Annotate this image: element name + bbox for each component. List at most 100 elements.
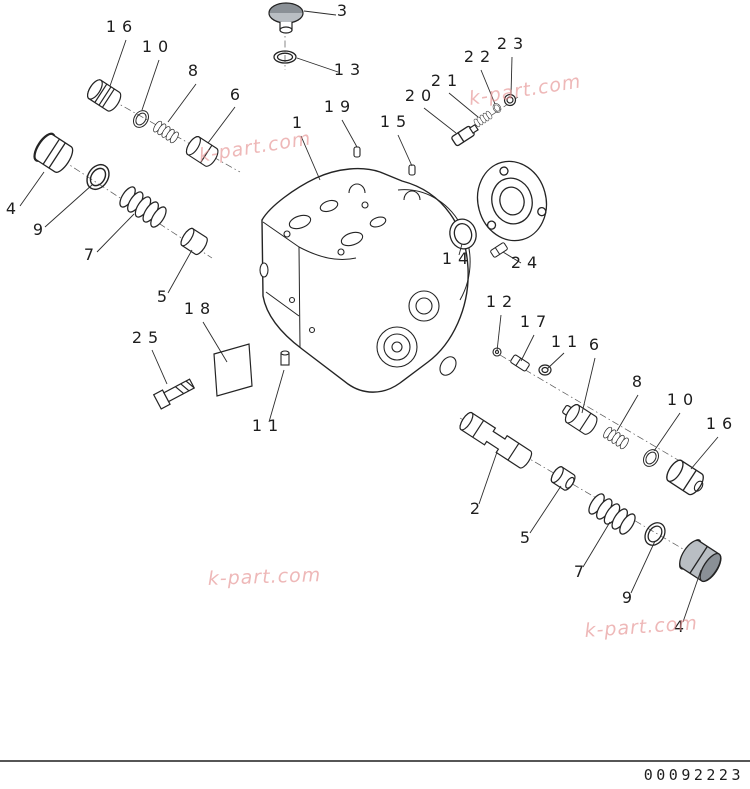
- body-front-bores: [259, 262, 457, 376]
- part-oring-10-left: [129, 107, 153, 131]
- part-pin-19: [353, 146, 361, 158]
- leader-line: [207, 106, 236, 144]
- watermark: k-part.com: [207, 564, 321, 590]
- callout-7: 7: [84, 245, 100, 264]
- callout-11b: 11: [551, 332, 583, 351]
- leader-line: [423, 107, 457, 134]
- part-oring-13: [273, 50, 297, 64]
- part-oring-10-right: [639, 446, 663, 470]
- part-oring-9-left: [81, 159, 115, 195]
- leader-line: [151, 349, 168, 385]
- part-cap-3: [268, 2, 304, 34]
- watermark: k-part.com: [584, 612, 699, 642]
- valve-body: [259, 167, 471, 393]
- callout-4b: 4: [674, 617, 690, 636]
- leader-line: [268, 369, 285, 423]
- callout-14: 14: [442, 249, 474, 268]
- callout-9: 9: [33, 220, 49, 239]
- leader-line: [300, 135, 321, 181]
- part-spring-8-left: [151, 119, 181, 145]
- watermarks: k-part.com k-part.com k-part.com k-part.…: [197, 70, 698, 642]
- callout-2: 2: [470, 499, 486, 518]
- leader-line: [510, 56, 513, 96]
- leader-line: [202, 321, 228, 363]
- leader-line: [630, 540, 656, 594]
- callout-6b: 6: [589, 335, 605, 354]
- part-nut-23: [503, 93, 517, 107]
- leader-line: [141, 59, 160, 111]
- part-pin-15: [408, 164, 416, 176]
- leader-line: [520, 334, 535, 362]
- leader-line: [480, 69, 496, 105]
- callout-9b: 9: [622, 588, 638, 607]
- callout-23: 23: [497, 34, 529, 53]
- leader-line: [582, 521, 611, 568]
- callout-16b: 16: [706, 414, 738, 433]
- callout-24: 24: [511, 253, 543, 272]
- part-plug-16-right: [663, 457, 708, 498]
- leader-line: [502, 251, 522, 264]
- part-plug-16-left: [84, 76, 125, 114]
- part-spool-2: [459, 411, 533, 469]
- part-shim-18: [213, 343, 253, 397]
- body-top-ports: [283, 183, 421, 256]
- part-spring-7-right: [585, 490, 639, 538]
- part-plug-4-left: [33, 132, 74, 173]
- callout-17: 17: [520, 312, 552, 331]
- part-flange-plate: [476, 160, 548, 242]
- callout-5: 5: [157, 287, 173, 306]
- leader-line: [341, 119, 358, 148]
- leader-line: [448, 92, 479, 118]
- part-cap-5-left: [180, 227, 208, 256]
- callout-1: 1: [292, 113, 308, 132]
- callout-3: 3: [337, 1, 353, 20]
- callout-18: 18: [184, 299, 216, 318]
- leader-line: [458, 243, 463, 256]
- callout-25: 25: [132, 328, 164, 347]
- leader-line: [529, 485, 562, 534]
- part-number: 00092223: [644, 766, 744, 784]
- callout-11: 11: [252, 416, 284, 435]
- part-bolt-25: [152, 378, 196, 410]
- leader-line: [682, 569, 702, 623]
- leader-line: [96, 213, 135, 253]
- callout-7b: 7: [574, 562, 590, 581]
- watermark: k-part.com: [467, 70, 582, 109]
- callout-4: 4: [6, 199, 22, 218]
- part-bolt-24: [489, 241, 509, 259]
- part-screw-11-left: [280, 350, 290, 366]
- leader-line: [546, 352, 565, 370]
- part-spring-21: [472, 109, 494, 129]
- part-cap-4-right: [679, 539, 722, 583]
- part-fitting-6-right: [562, 401, 601, 438]
- part-valve-20: [450, 123, 479, 148]
- leader-line: [303, 10, 337, 16]
- leader-line: [496, 314, 502, 352]
- axis-line: [499, 354, 696, 471]
- leader-line: [19, 171, 45, 207]
- leader-line: [167, 83, 197, 123]
- callout-5b: 5: [520, 528, 536, 547]
- leader-line: [478, 451, 498, 505]
- part-spring-7-left: [116, 183, 170, 231]
- leader-line: [653, 412, 681, 452]
- leader-line: [44, 184, 93, 228]
- callout-6: 6: [230, 85, 246, 104]
- leader-line: [109, 39, 127, 87]
- callouts: 16 10 8 6 3 13 1 19 15 20 21 22 23 4 9 7…: [6, 1, 738, 636]
- callout-12: 12: [486, 292, 518, 311]
- callout-20: 20: [405, 86, 437, 105]
- callout-8b: 8: [632, 372, 648, 391]
- part-ring-14: [449, 218, 477, 250]
- callout-19: 19: [324, 97, 356, 116]
- part-poppet-5-right: [550, 466, 576, 491]
- part-fitting-17: [509, 353, 531, 373]
- callout-16: 16: [106, 17, 138, 36]
- leader-line: [581, 357, 596, 414]
- leader-lines: [19, 10, 719, 623]
- leader-line: [616, 394, 639, 432]
- callout-8: 8: [188, 61, 204, 80]
- callout-15: 15: [380, 112, 412, 131]
- leader-line: [690, 436, 719, 470]
